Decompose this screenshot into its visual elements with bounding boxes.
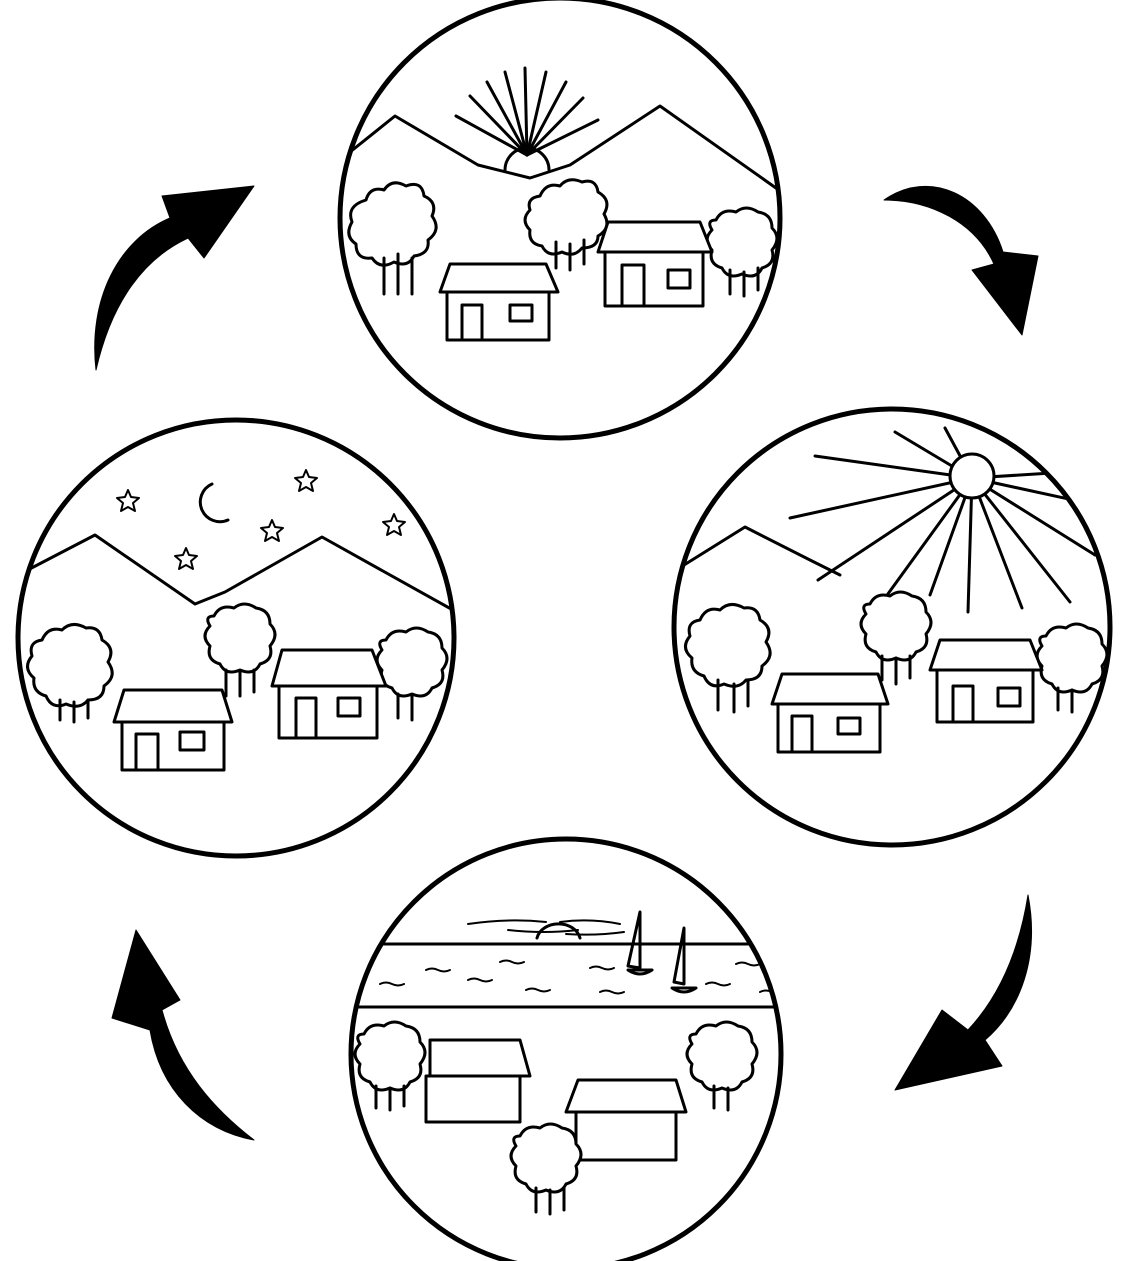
- scene-sunset: [340, 839, 800, 1261]
- arrow-sunset-to-night: [112, 930, 254, 1140]
- house: [426, 1040, 530, 1122]
- sun: [950, 454, 994, 498]
- house: [566, 1080, 686, 1160]
- house: [272, 650, 386, 738]
- house: [440, 264, 558, 340]
- scene-sunrise: [330, 0, 800, 438]
- house: [930, 640, 1042, 722]
- arrow-sunrise-to-midday: [884, 186, 1038, 335]
- scene-night: [18, 420, 460, 856]
- house: [114, 690, 232, 770]
- house: [772, 674, 888, 752]
- arrow-night-to-sunrise: [95, 186, 254, 370]
- arrow-midday-to-sunset: [895, 895, 1031, 1090]
- house: [598, 222, 712, 306]
- scene-midday: [660, 409, 1110, 845]
